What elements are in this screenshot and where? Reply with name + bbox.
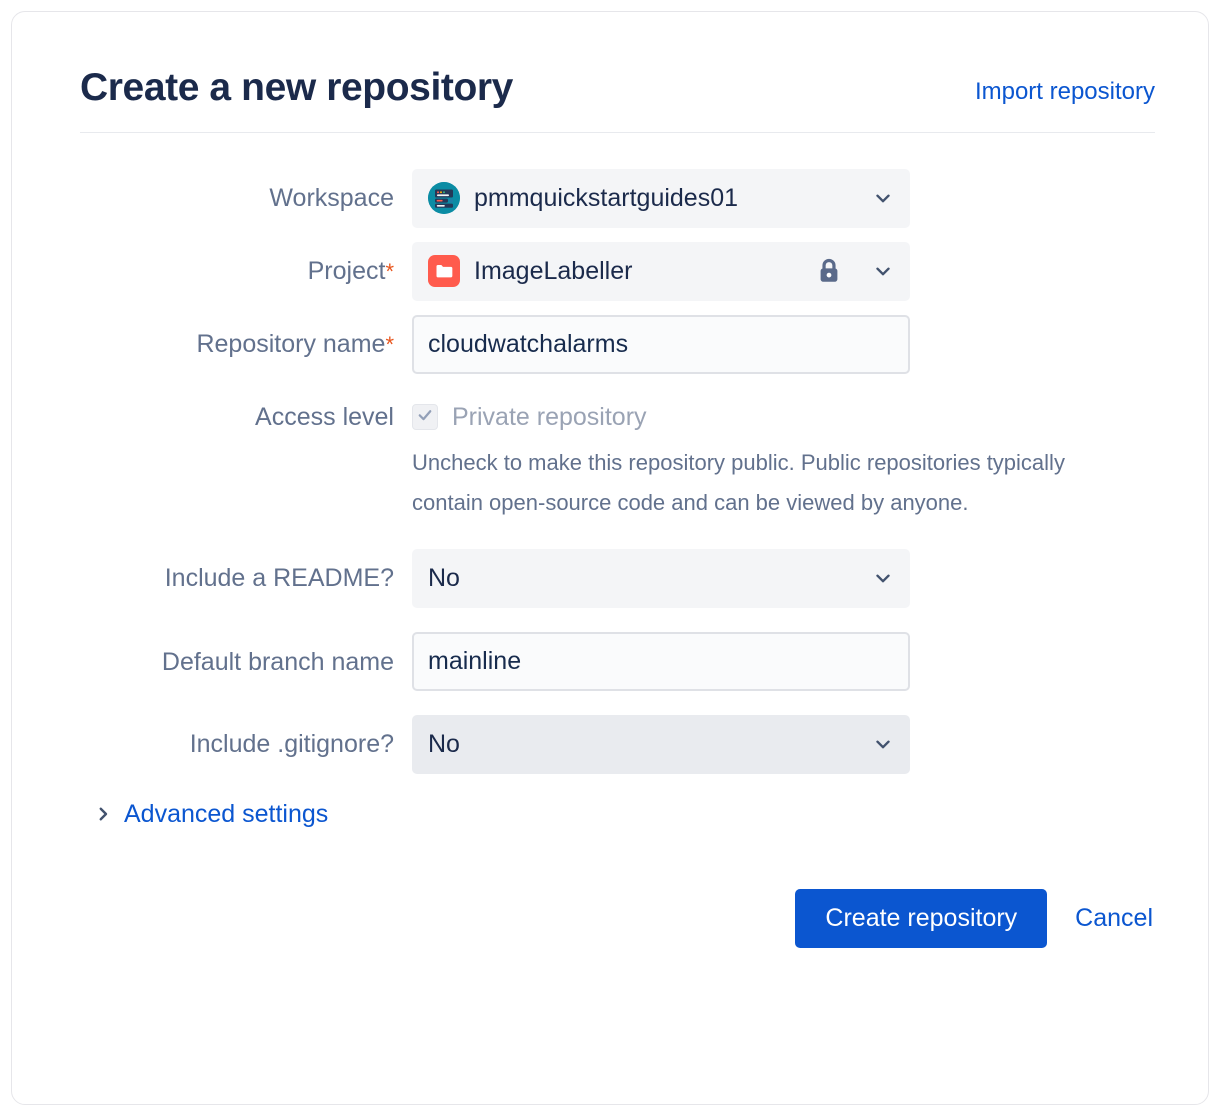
repository-name-input[interactable] (412, 314, 910, 374)
workspace-value: pmmquickstartguides01 (474, 183, 739, 212)
create-repository-button[interactable]: Create repository (795, 888, 1048, 948)
include-readme-value: No (428, 563, 460, 592)
repository-name-label: Repository name* (80, 315, 412, 363)
import-repository-link[interactable]: Import repository (974, 77, 1155, 105)
include-readme-field: No (412, 548, 1155, 608)
project-label: Project* (80, 242, 412, 290)
private-repository-checkbox[interactable] (412, 404, 438, 431)
default-branch-row: Default branch name (80, 631, 1155, 691)
include-gitignore-value: No (428, 729, 460, 758)
advanced-settings-toggle[interactable]: Advanced settings (94, 800, 328, 829)
repository-name-field (412, 314, 1155, 374)
page-title: Create a new repository (80, 66, 513, 109)
project-label-text: Project (307, 256, 386, 285)
chevron-down-icon (872, 567, 894, 589)
default-branch-input[interactable] (412, 631, 910, 691)
chevron-down-icon (872, 187, 894, 209)
cancel-button[interactable]: Cancel (1073, 900, 1155, 937)
form-footer: Create repository Cancel (80, 888, 1155, 948)
include-readme-select[interactable]: No (412, 548, 910, 608)
include-readme-label: Include a README? (164, 563, 394, 592)
workspace-avatar-icon (428, 182, 460, 215)
workspace-row: Workspace (80, 168, 1155, 228)
workspace-select[interactable]: pmmquickstartguides01 (412, 168, 910, 228)
folder-icon (428, 255, 460, 288)
advanced-settings-label: Advanced settings (124, 799, 329, 828)
repository-name-required-asterisk: * (385, 331, 394, 357)
repository-name-row: Repository name* (80, 314, 1155, 374)
create-repository-card: Create a new repository Import repositor… (11, 11, 1209, 1105)
default-branch-label: Default branch name (161, 647, 394, 676)
include-gitignore-row: Include .gitignore? No (80, 714, 1155, 774)
project-select[interactable]: ImageLabeller (412, 241, 910, 301)
workspace-label: Workspace (269, 183, 394, 212)
private-repository-checkbox-line[interactable]: Private repository (412, 388, 1155, 447)
chevron-down-icon (872, 733, 894, 755)
lock-icon (816, 257, 842, 285)
include-readme-row: Include a README? No (80, 548, 1155, 608)
create-repository-form: Workspace (80, 168, 1155, 948)
project-value: ImageLabeller (474, 256, 633, 285)
access-level-field: Private repository Uncheck to make this … (412, 388, 1155, 523)
access-level-row: Access level Private repository Uncheck … (80, 388, 1155, 523)
card-inner: Create a new repository Import repositor… (80, 66, 1155, 948)
project-required-asterisk: * (385, 258, 394, 284)
default-branch-field (412, 631, 1155, 691)
card-header: Create a new repository Import repositor… (80, 66, 1155, 133)
include-gitignore-field: No (412, 714, 1155, 774)
include-gitignore-select[interactable]: No (412, 714, 910, 774)
chevron-down-icon (872, 260, 894, 282)
private-repository-label: Private repository (452, 402, 647, 431)
chevron-right-icon (94, 805, 112, 823)
workspace-field: pmmquickstartguides01 (412, 168, 1155, 228)
repository-name-label-text: Repository name (196, 329, 386, 358)
project-row: Project* ImageLabeller (80, 241, 1155, 301)
project-field: ImageLabeller (412, 241, 1155, 301)
access-level-label: Access level (255, 402, 394, 431)
access-level-help-text: Uncheck to make this repository public. … (412, 449, 1065, 515)
check-icon (416, 406, 434, 429)
include-gitignore-label: Include .gitignore? (189, 729, 394, 758)
